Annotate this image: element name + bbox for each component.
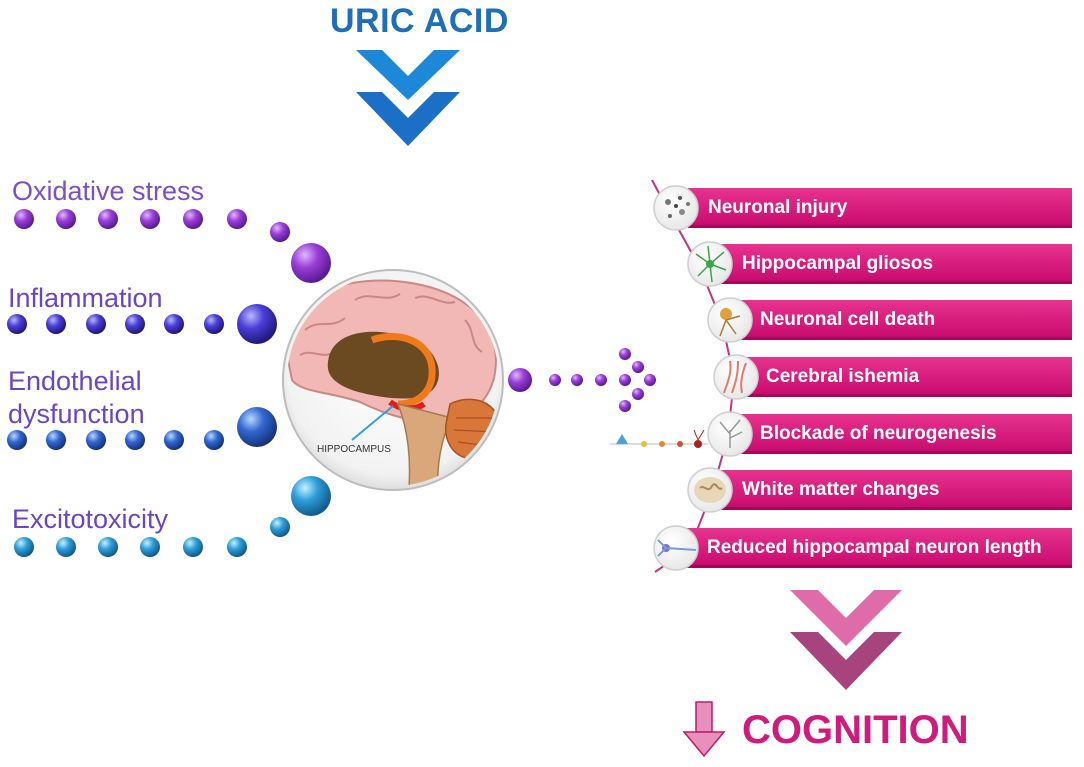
effect-label: Blockade of neurogenesis bbox=[760, 423, 997, 444]
title: URIC ACID bbox=[330, 2, 509, 40]
brain-illustration bbox=[282, 269, 504, 491]
excitotoxicity-dots bbox=[14, 476, 331, 557]
hippocampus-label: HIPPOCAMPUS bbox=[317, 444, 391, 455]
factor-endothelial-dysfunction: Endothelial dysfunction bbox=[8, 366, 145, 429]
chevron-down-icon bbox=[790, 590, 902, 690]
effect-label: White matter changes bbox=[742, 479, 940, 500]
factor-oxidative-stress: Oxidative stress bbox=[12, 176, 205, 206]
cell-death-icon bbox=[707, 297, 753, 343]
effect-label: Hippocampal gliosos bbox=[742, 253, 934, 274]
factor-inflammation: Inflammation bbox=[8, 283, 163, 313]
endothelial-dots bbox=[7, 407, 277, 450]
neuron-length-icon bbox=[653, 525, 699, 571]
effect-bar bbox=[686, 528, 1072, 568]
effect-bar bbox=[744, 357, 1072, 397]
glial-cell-icon bbox=[687, 241, 733, 287]
effect-label: Neuronal cell death bbox=[760, 309, 936, 330]
neurogenesis-icon bbox=[610, 411, 753, 457]
outcome-label: COGNITION bbox=[742, 708, 969, 752]
chevron-down-icon bbox=[356, 50, 460, 146]
inflammation-dots bbox=[7, 304, 277, 344]
down-arrow-icon bbox=[682, 701, 726, 758]
arrow-dots bbox=[508, 348, 656, 412]
vessel-icon bbox=[713, 354, 759, 400]
effect-bar bbox=[738, 414, 1072, 454]
effect-label: Reduced hippocampal neuron length bbox=[707, 537, 1042, 558]
effect-bar bbox=[718, 244, 1072, 284]
white-matter-icon bbox=[687, 467, 733, 513]
effect-bar bbox=[738, 300, 1072, 340]
effect-bar bbox=[718, 470, 1072, 510]
neuron-tissue-icon bbox=[653, 185, 699, 231]
effect-bar bbox=[688, 188, 1072, 228]
effect-label: Neuronal injury bbox=[708, 197, 848, 218]
oxidative-dots bbox=[14, 209, 331, 283]
effect-label: Cerebral ishemia bbox=[766, 366, 920, 387]
factor-excitotoxicity: Excitotoxicity bbox=[12, 504, 169, 534]
